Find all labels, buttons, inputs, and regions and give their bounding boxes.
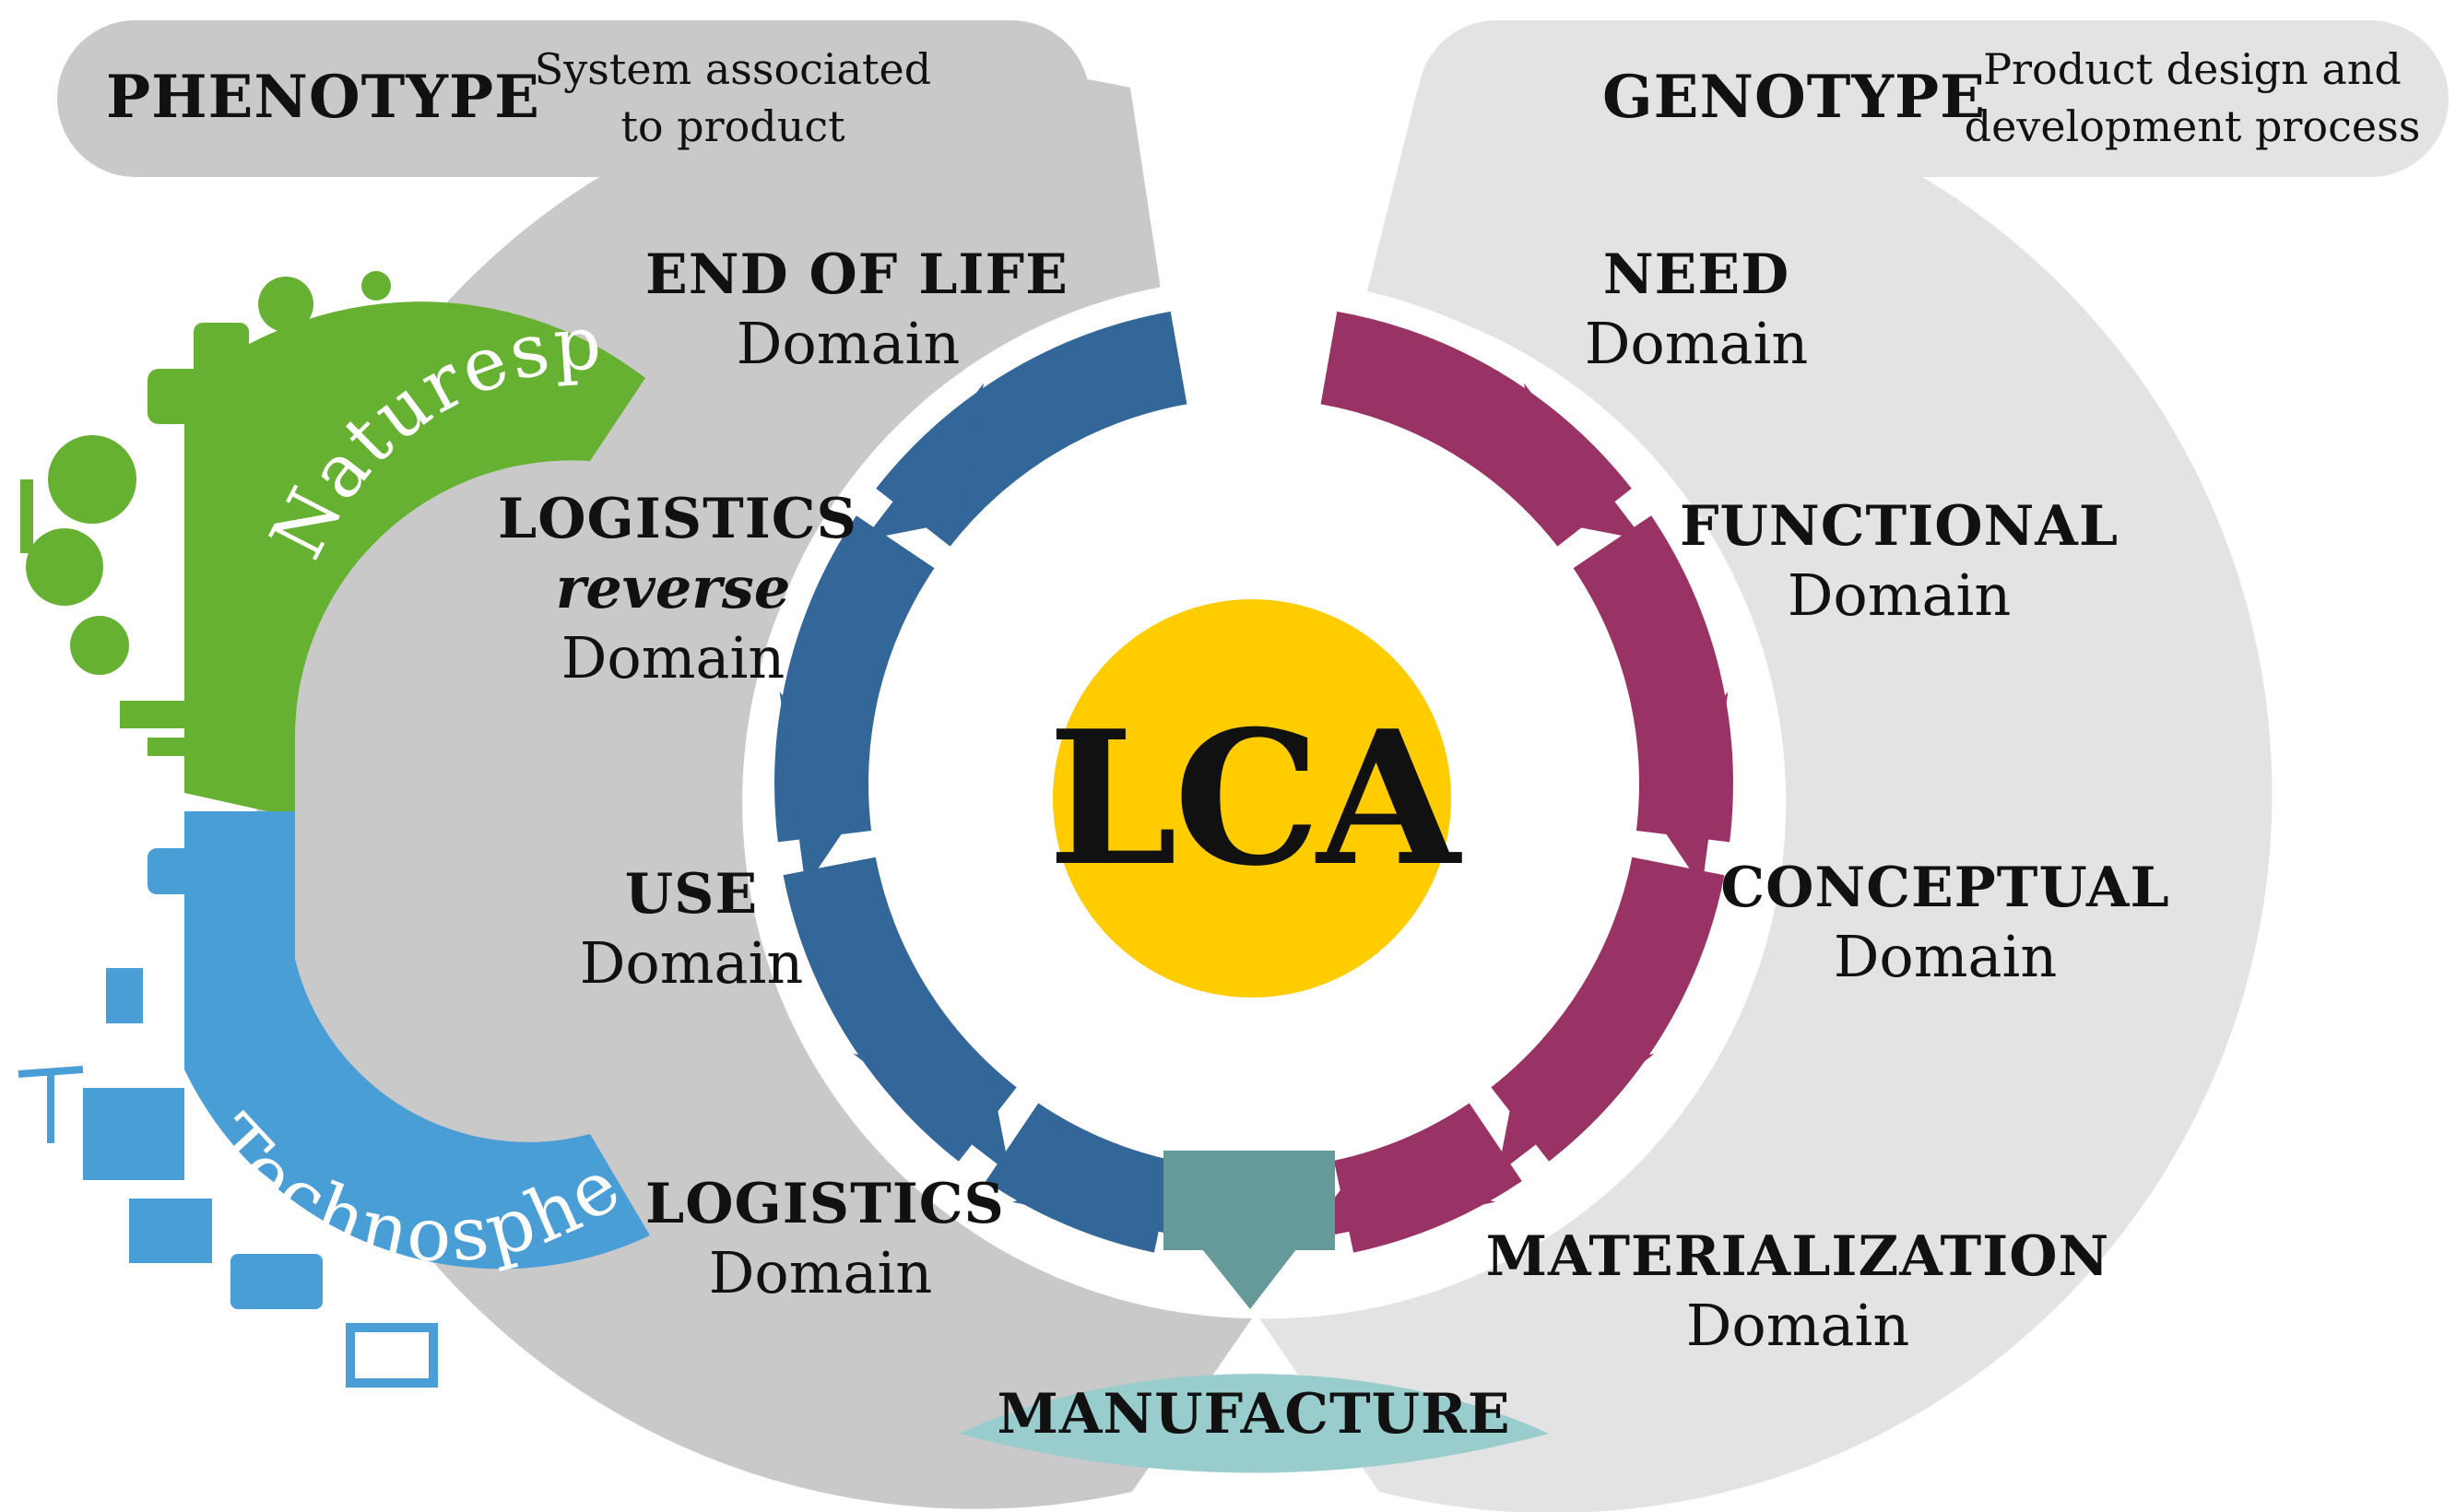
end-of-life-title: END OF LIFE <box>645 242 1069 307</box>
logistics-reverse-title: LOGISTICS <box>498 487 857 551</box>
functional-title: FUNCTIONAL <box>1679 494 2119 559</box>
need-segment-arrow <box>1524 383 1645 540</box>
technosphere-arc <box>184 811 650 1270</box>
logistics-subtitle: Domain <box>708 1239 933 1307</box>
materialization-segment-arrow <box>1302 1161 1495 1242</box>
need-domain-label: NEED Domain <box>1558 242 1835 379</box>
logistics-domain-label: LOGISTICS Domain <box>645 1171 1005 1308</box>
manufacture-connector <box>1163 1151 1335 1250</box>
genotype-title: GENOTYPE <box>1602 63 1986 132</box>
end-of-life-domain-label: END OF LIFE Domain <box>645 242 1069 379</box>
use-title: USE <box>624 862 759 927</box>
lca-circle <box>1053 599 1451 998</box>
lca-label: LCA <box>1047 690 1460 907</box>
phenotype-subtitle-line1: System associated <box>534 44 932 94</box>
conceptual-domain-label: CONCEPTUAL Domain <box>1715 855 2176 992</box>
use-subtitle: Domain <box>579 929 804 998</box>
end-of-life-subtitle: Domain <box>736 310 961 378</box>
end-of-life-segment-arrow <box>863 383 984 540</box>
use-segment-arrow <box>853 1054 1010 1175</box>
genotype-band <box>1259 75 2273 1512</box>
manufacture-label: MANUFACTURE <box>977 1381 1530 1448</box>
genotype-subtitle: Product design and development process <box>1953 41 2432 155</box>
need-title: NEED <box>1602 242 1790 307</box>
phenotype-subtitle-line2: to product <box>620 101 845 152</box>
logistics-reverse-segment-arrow <box>779 691 862 888</box>
lifecycle-ring <box>773 311 1733 1253</box>
tree-icons <box>20 271 391 756</box>
manufacture-cap-lens <box>959 1434 1549 1473</box>
logistics-reverse-domain-label: LOGISTICS reverse Domain <box>498 486 857 692</box>
need-subtitle: Domain <box>1584 310 1809 378</box>
manufacture-title: MANUFACTURE <box>997 1382 1511 1447</box>
conceptual-segment-arrow <box>1497 1054 1655 1175</box>
conceptual-title: CONCEPTUAL <box>1720 856 2170 920</box>
phenotype-subtitle: System associated to product <box>516 41 950 155</box>
use-domain-label: USE Domain <box>553 861 830 998</box>
phenotype-title: PHENOTYPE <box>106 63 540 132</box>
logistics-segment-arrow <box>1012 1161 1206 1242</box>
functional-segment-arrow <box>1646 691 1729 888</box>
conceptual-subtitle: Domain <box>1833 923 2058 991</box>
materialization-title: MATERIALIZATION <box>1485 1224 2110 1289</box>
logistics-title: LOGISTICS <box>645 1172 1005 1236</box>
materialization-domain-label: MATERIALIZATION Domain <box>1475 1223 2120 1361</box>
manufacture-cap <box>959 1374 1549 1434</box>
genotype-subtitle-line1: Product design and <box>1983 44 2402 94</box>
naturesphere-arc <box>184 301 645 793</box>
industry-icons <box>18 811 438 1388</box>
manufacture-arrow <box>1198 1245 1300 1309</box>
logistics-reverse-subtitle: Domain <box>561 623 785 691</box>
genotype-subtitle-line2: development process <box>1964 101 2421 152</box>
functional-domain-label: FUNCTIONAL Domain <box>1678 493 2120 631</box>
materialization-subtitle: Domain <box>1685 1292 1910 1360</box>
functional-subtitle: Domain <box>1787 561 2012 630</box>
logistics-reverse-qualifier: reverse <box>555 554 791 622</box>
